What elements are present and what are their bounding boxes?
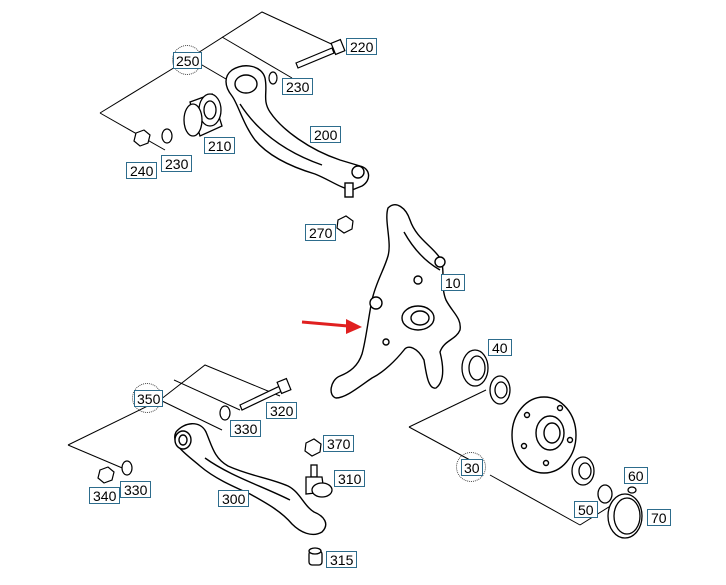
nut-340 (97, 466, 115, 484)
part-label-50[interactable]: 50 (574, 501, 598, 518)
nut-270 (336, 215, 354, 234)
part-label-230-top[interactable]: 230 (282, 78, 314, 95)
part-label-40[interactable]: 40 (488, 339, 512, 356)
hub-small-parts (571, 456, 643, 539)
group-circle-30 (456, 452, 486, 482)
part-label-310[interactable]: 310 (334, 470, 366, 487)
part-label-300[interactable]: 300 (218, 490, 250, 507)
washer-330-right (219, 405, 231, 421)
part-label-270[interactable]: 270 (305, 224, 337, 241)
part-label-60[interactable]: 60 (624, 467, 648, 484)
ball-joint-310 (305, 464, 333, 498)
bolt-320 (239, 377, 292, 411)
part-label-200[interactable]: 200 (310, 126, 342, 143)
washer-230-left (161, 128, 173, 144)
part-label-10[interactable]: 10 (441, 274, 465, 291)
lower-control-arm (174, 423, 327, 536)
bushing-210 (183, 93, 223, 137)
part-label-210[interactable]: 210 (204, 137, 236, 154)
part-label-230-left[interactable]: 230 (161, 155, 193, 172)
part-label-220[interactable]: 220 (346, 38, 378, 55)
part-label-330-right[interactable]: 330 (230, 420, 262, 437)
part-label-350[interactable]: 350 (134, 390, 164, 407)
leader-lines-group-350 (67, 364, 281, 471)
seal-40 (461, 349, 511, 405)
part-label-315[interactable]: 315 (326, 551, 358, 568)
washer-230-top (268, 71, 278, 85)
nut-240 (133, 129, 151, 147)
upper-control-arm (225, 65, 370, 198)
leader-lines-group-30 (408, 389, 621, 526)
part-label-340[interactable]: 340 (89, 487, 121, 504)
bolt-220 (295, 38, 346, 69)
nut-370 (304, 438, 322, 457)
part-label-30[interactable]: 30 (461, 459, 483, 476)
washer-330-left (121, 460, 133, 476)
part-label-240[interactable]: 240 (126, 162, 158, 179)
steering-knuckle (330, 204, 461, 399)
part-label-370[interactable]: 370 (323, 435, 355, 452)
part-label-320[interactable]: 320 (266, 402, 298, 419)
wheel-hub-30 (511, 396, 577, 474)
part-label-70[interactable]: 70 (647, 509, 671, 526)
part-label-250[interactable]: 250 (173, 52, 203, 69)
part-label-330-left[interactable]: 330 (120, 481, 152, 498)
red-arrow (301, 319, 362, 334)
bushing-315 (308, 547, 323, 566)
